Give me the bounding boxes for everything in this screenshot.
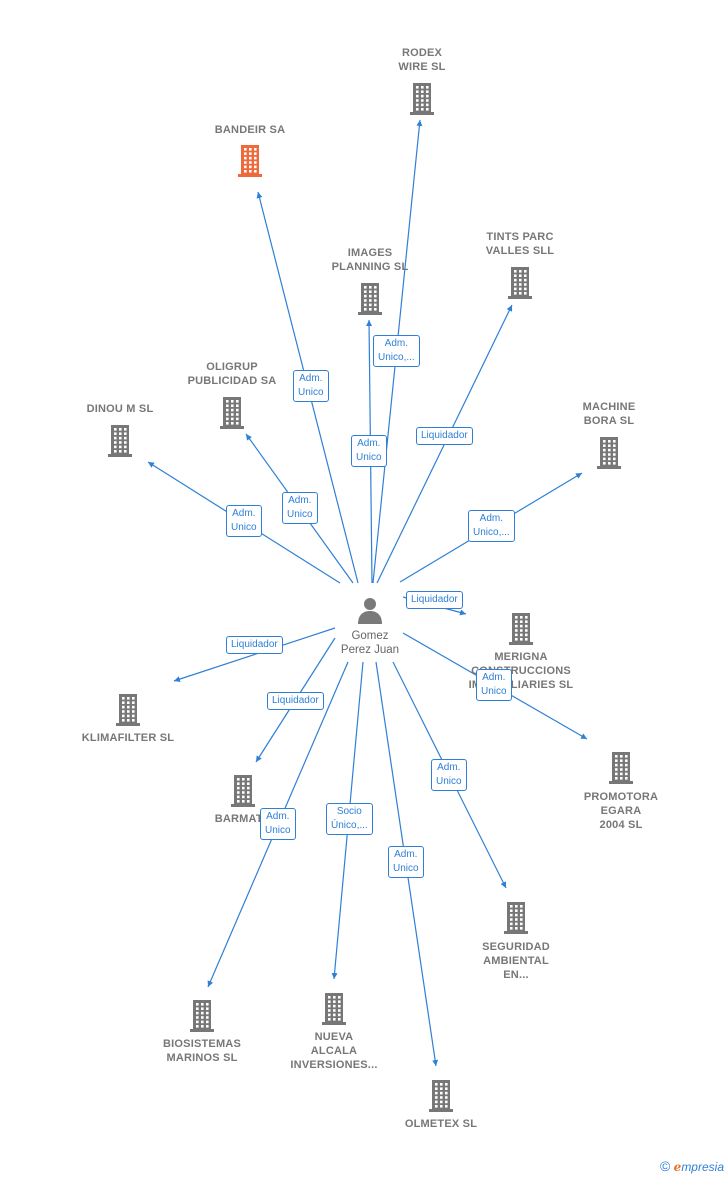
center-person-name: Gomez Perez Juan bbox=[340, 630, 400, 656]
edge-label-rodex[interactable]: Adm. Unico,... bbox=[373, 335, 420, 367]
building-icon bbox=[429, 1080, 453, 1112]
building-icon bbox=[504, 902, 528, 934]
company-node-rodex[interactable]: RODEX WIRE SL bbox=[362, 46, 482, 119]
edge-label-oligrup[interactable]: Adm. Unico bbox=[282, 492, 318, 524]
company-node-machine[interactable]: MACHINE BORA SL bbox=[549, 400, 669, 473]
edge-label-machine[interactable]: Adm. Unico,... bbox=[468, 510, 515, 542]
edge-label-dinou[interactable]: Adm. Unico bbox=[226, 505, 262, 537]
building-icon bbox=[238, 145, 262, 177]
edge-label-klimafilter[interactable]: Liquidador bbox=[226, 636, 283, 654]
edge-klimafilter bbox=[173, 627, 336, 682]
company-name: BIOSISTEMAS MARINOS SL bbox=[163, 1038, 241, 1064]
company-name: MACHINE BORA SL bbox=[582, 401, 636, 427]
building-icon bbox=[509, 613, 533, 645]
edge-label-seguridad[interactable]: Adm. Unico bbox=[431, 759, 467, 791]
edge-label-merigna[interactable]: Liquidador bbox=[406, 591, 463, 609]
edge-label-biosistemas[interactable]: Adm. Unico bbox=[260, 808, 296, 840]
building-icon bbox=[116, 694, 140, 726]
building-icon bbox=[108, 425, 132, 457]
company-name: BARMAT... bbox=[214, 813, 272, 825]
company-node-bandeir[interactable]: BANDEIR SA bbox=[190, 123, 310, 181]
brand-logo-letter: e bbox=[673, 1160, 682, 1174]
brand-logo-text: mpresia bbox=[681, 1160, 724, 1174]
company-node-klimafilter[interactable]: KLIMAFILTER SL bbox=[68, 688, 188, 745]
footer-brand: © empresia bbox=[660, 1158, 724, 1174]
company-name: PROMOTORA EGARA 2004 SL bbox=[583, 791, 659, 831]
building-icon bbox=[508, 267, 532, 299]
company-node-seguridad[interactable]: SEGURIDAD AMBIENTAL EN... bbox=[456, 896, 576, 982]
company-node-images[interactable]: IMAGES PLANNING SL bbox=[310, 246, 430, 319]
company-name: IMAGES PLANNING SL bbox=[331, 247, 409, 273]
edge-label-nueva[interactable]: Socio Único,... bbox=[326, 803, 373, 835]
company-name: KLIMAFILTER SL bbox=[81, 732, 175, 744]
building-icon bbox=[609, 752, 633, 784]
company-node-olmetex[interactable]: OLMETEX SL bbox=[381, 1074, 501, 1131]
company-node-dinou[interactable]: DINOU M SL bbox=[60, 402, 180, 461]
company-name: TINTS PARC VALLES SLL bbox=[485, 231, 555, 257]
company-node-promotora[interactable]: PROMOTORA EGARA 2004 SL bbox=[561, 746, 681, 832]
edge-label-tints[interactable]: Liquidador bbox=[416, 427, 473, 445]
edge-label-images[interactable]: Adm. Unico bbox=[351, 435, 387, 467]
edge-label-barmat[interactable]: Liquidador bbox=[267, 692, 324, 710]
company-name: NUEVA ALCALA INVERSIONES... bbox=[290, 1031, 378, 1071]
building-icon bbox=[231, 775, 255, 807]
company-name: BANDEIR SA bbox=[214, 124, 286, 136]
company-node-oligrup[interactable]: OLIGRUP PUBLICIDAD SA bbox=[172, 360, 292, 433]
company-node-biosistemas[interactable]: BIOSISTEMAS MARINOS SL bbox=[142, 994, 262, 1065]
edge-label-promotora[interactable]: Adm. Unico bbox=[476, 669, 512, 701]
company-name: SEGURIDAD AMBIENTAL EN... bbox=[482, 941, 550, 981]
company-name: RODEX WIRE SL bbox=[398, 47, 446, 73]
building-icon bbox=[358, 283, 382, 315]
edge-label-bandeir[interactable]: Adm. Unico bbox=[293, 370, 329, 402]
building-icon bbox=[410, 83, 434, 115]
company-node-barmat[interactable]: BARMAT... bbox=[183, 769, 303, 826]
person-icon bbox=[358, 598, 382, 624]
company-node-nueva[interactable]: NUEVA ALCALA INVERSIONES... bbox=[274, 987, 394, 1072]
company-name: OLMETEX SL bbox=[404, 1118, 478, 1130]
copyright-icon: © bbox=[660, 1158, 671, 1174]
building-icon bbox=[220, 397, 244, 429]
building-icon bbox=[322, 993, 346, 1025]
building-icon bbox=[190, 1000, 214, 1032]
center-person-node[interactable]: Gomez Perez Juan bbox=[330, 595, 410, 657]
edge-label-olmetex[interactable]: Adm. Unico bbox=[388, 846, 424, 878]
company-name: DINOU M SL bbox=[86, 403, 154, 415]
company-name: OLIGRUP PUBLICIDAD SA bbox=[187, 361, 277, 387]
building-icon bbox=[597, 437, 621, 469]
company-node-tints[interactable]: TINTS PARC VALLES SLL bbox=[460, 230, 580, 303]
